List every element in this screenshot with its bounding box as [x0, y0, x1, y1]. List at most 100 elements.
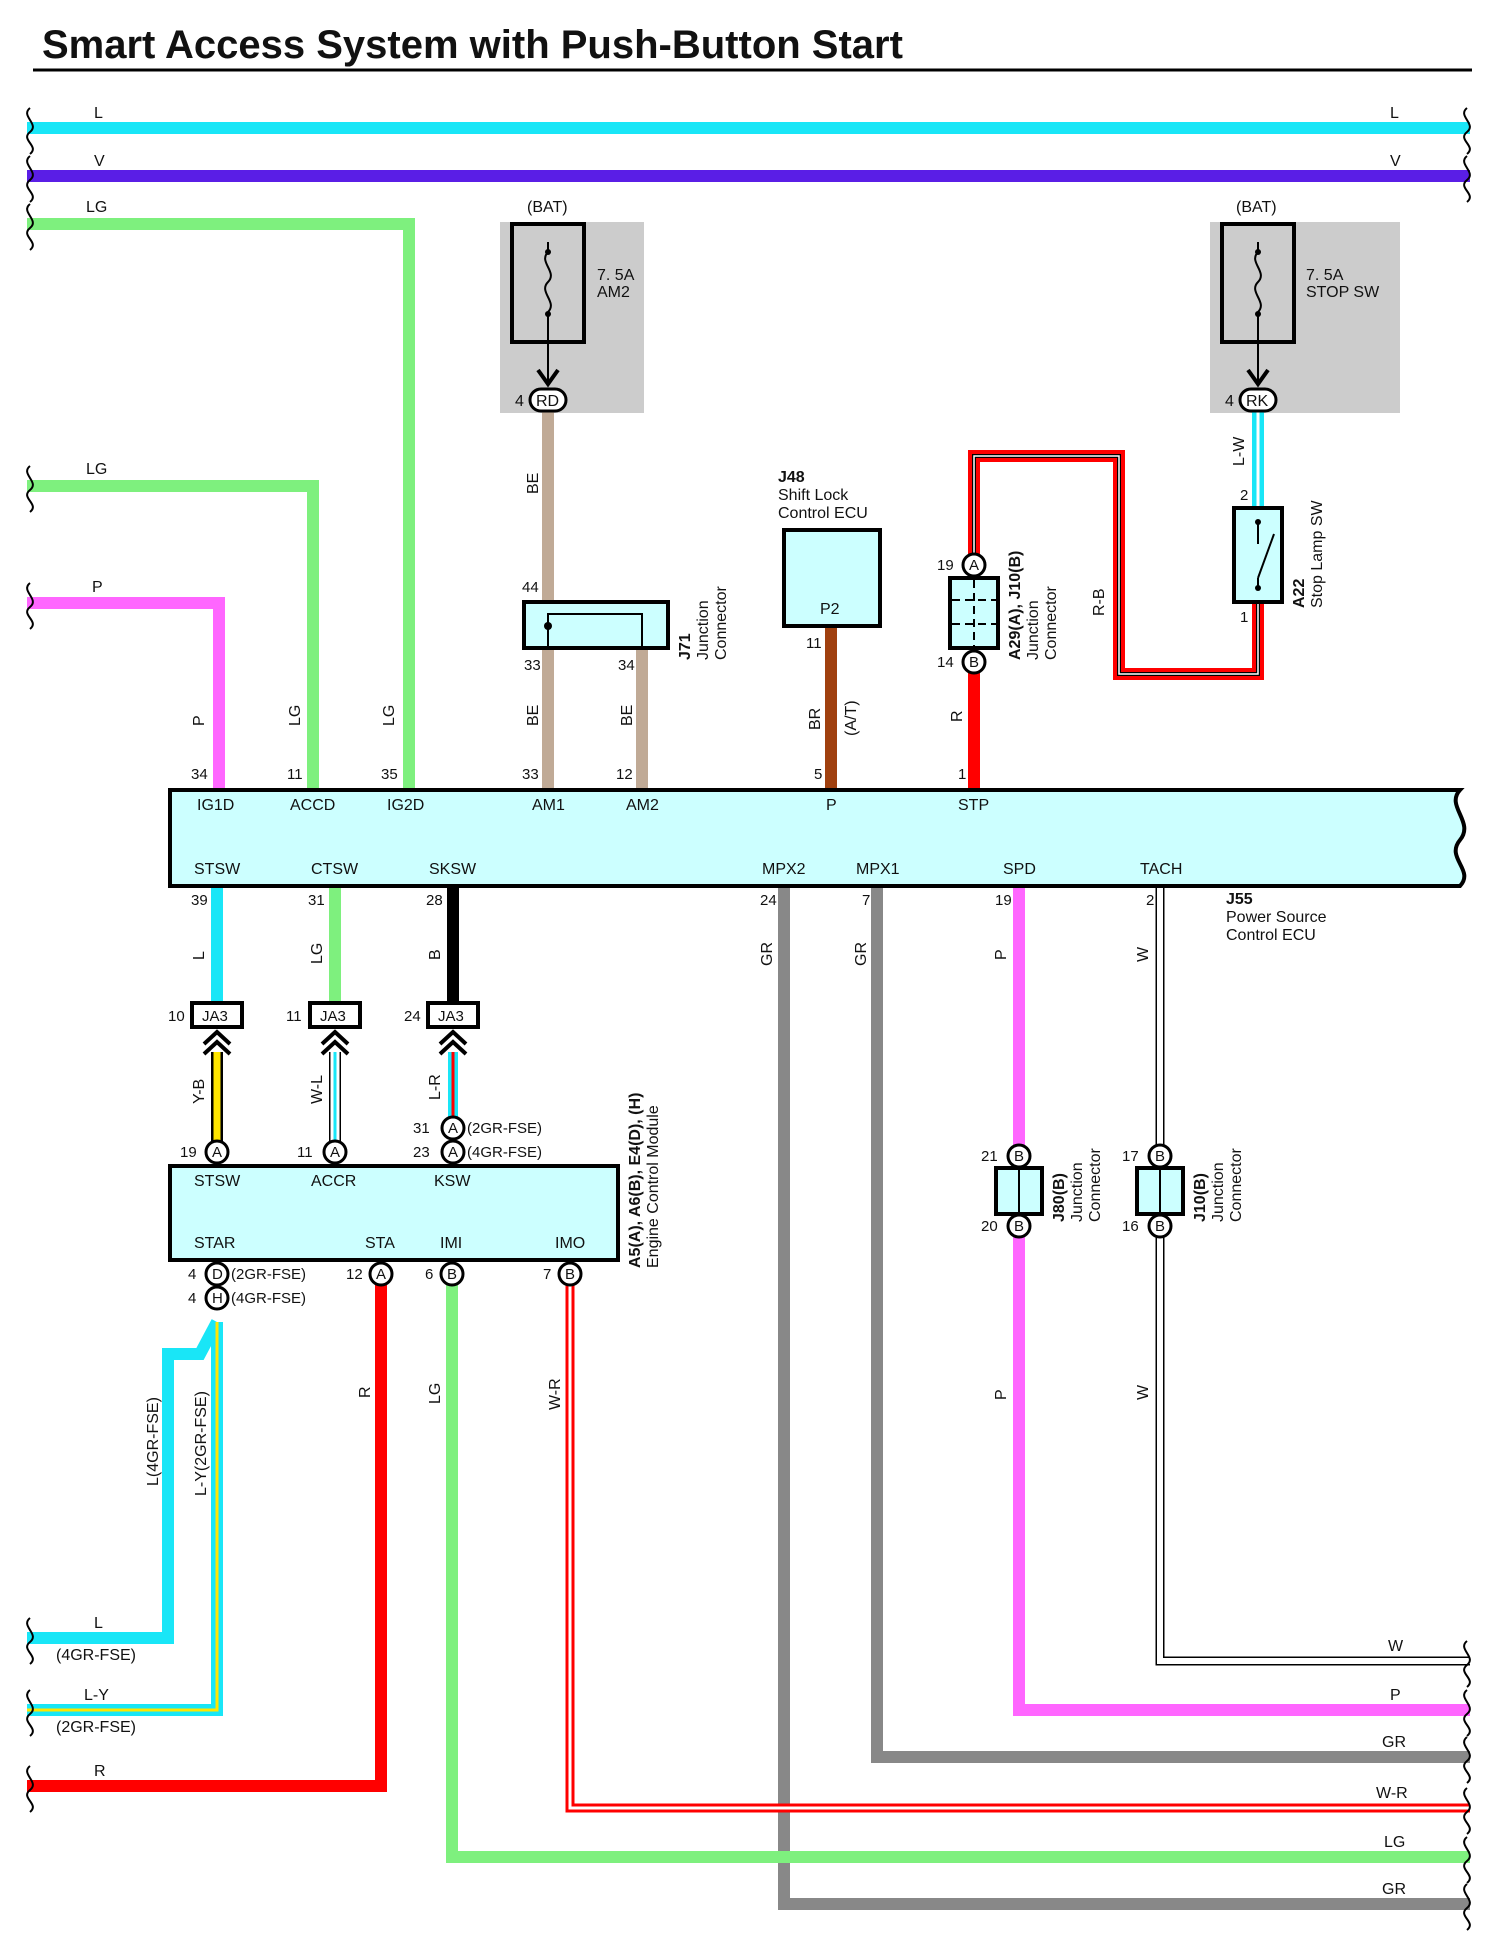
wire-label: R — [94, 1763, 106, 1780]
engine-ecu-body — [168, 1164, 620, 1262]
fuse-stopsw-conn-label: RK — [1246, 393, 1269, 410]
star-conn — [204, 1261, 230, 1287]
fuse-stopsw-dot — [1255, 249, 1261, 255]
ja3-pin: 24 — [404, 1008, 421, 1025]
fuse-stopsw-element — [1254, 251, 1262, 313]
ja3-pin: 10 — [168, 1008, 185, 1025]
wire-label: BE — [525, 473, 542, 494]
wire-end — [1463, 1736, 1471, 1784]
a29-conn-a — [961, 552, 987, 578]
ksw-conn-label: A — [448, 1144, 458, 1161]
power-ecu-name2: Control ECU — [1226, 927, 1316, 944]
wire-label: GR — [759, 942, 776, 966]
a29-code: A29(A), J10(B) — [1007, 551, 1024, 660]
power-ecu-pin-name: SPD — [1003, 861, 1036, 878]
ksw-pin: 23 — [413, 1144, 430, 1161]
ja3-chevron-icon — [202, 1029, 232, 1056]
ja3-box — [190, 1001, 244, 1029]
fuse-stopsw-pin: 4 — [1225, 393, 1234, 410]
wire-p-low — [1013, 1226, 1470, 1716]
wire-end — [1463, 107, 1471, 155]
wire-gr-mpx2 — [778, 886, 1470, 1910]
a29-conn-b — [961, 649, 987, 675]
j80-pin20: 20 — [981, 1218, 998, 1235]
wire-end — [26, 1617, 34, 1665]
sta-pin: 12 — [346, 1266, 363, 1283]
wire-label: W-R — [547, 1378, 564, 1410]
shift-lock-name2: Control ECU — [778, 505, 868, 522]
wire-label: P — [993, 1389, 1010, 1400]
wire-end — [1463, 1883, 1471, 1931]
wire-label: L — [94, 1615, 103, 1632]
fuse-am2-conn — [528, 387, 568, 413]
fuse-am2-name: AM2 — [597, 284, 630, 301]
wire-lg-ig2d — [27, 218, 415, 790]
j80-conn — [1006, 1143, 1032, 1169]
power-ecu-pin-name: TACH — [1140, 861, 1182, 878]
j71-pin33: 33 — [524, 657, 541, 674]
fuse-am2-box — [500, 222, 644, 413]
power-ecu-pin-num: 5 — [814, 766, 822, 783]
wire-label: L-Y — [84, 1687, 109, 1704]
fuse-am2-arrow-icon — [536, 368, 560, 388]
power-ecu-pin-num: 11 — [287, 766, 303, 783]
shift-lock-name1: Shift Lock — [778, 487, 849, 504]
a29-name2: Connector — [1043, 586, 1060, 660]
wire-end — [1463, 1787, 1471, 1835]
shift-lock-pin-name: P2 — [820, 601, 840, 618]
ksw-conn — [440, 1115, 466, 1141]
power-ecu-pin-num: 1 — [958, 766, 966, 783]
wire-gr-mpx1 — [871, 886, 1470, 1763]
ksw-note: (4GR-FSE) — [467, 1144, 542, 1161]
wire-end — [26, 1765, 34, 1813]
power-ecu-pin-num: 24 — [760, 892, 777, 909]
wire-end — [26, 203, 34, 251]
power-ecu-pin-name: IG1D — [197, 797, 234, 814]
power-ecu-pin-num: 39 — [191, 892, 208, 909]
ja3-chevron-icon — [438, 1029, 468, 1056]
wire-r-b-gap — [973, 455, 1259, 675]
power-ecu-pin-num: 28 — [426, 892, 443, 909]
stsw-conn-label: A — [212, 1144, 222, 1161]
wire-ends — [26, 107, 1471, 1931]
fuse-stopsw-arrow-icon — [1246, 368, 1270, 388]
wire-end — [1463, 155, 1471, 203]
wire-label: L(4GR-FSE) — [145, 1397, 162, 1486]
stop-lamp-switch: 2 1 A22 Stop Lamp SW — [1232, 487, 1326, 626]
fuse-stopsw-name: STOP SW — [1306, 284, 1380, 301]
wire-label: BE — [525, 705, 542, 726]
wire-lg-imi — [446, 1274, 1470, 1863]
fuse-stopsw-rating: 7. 5A — [1306, 267, 1344, 284]
wire-end — [26, 465, 34, 513]
ja3-connectors: JA3 10 JA3 11 JA3 24 — [168, 1001, 480, 1056]
j71-name2: Connector — [713, 586, 730, 660]
j10b-conn-label: B — [1155, 1218, 1165, 1235]
accr-conn — [322, 1139, 348, 1165]
wire-label: L — [1390, 105, 1399, 122]
a29-conn-a-label: A — [969, 557, 979, 574]
j10b-pin16: 16 — [1122, 1218, 1139, 1235]
a29-pin14: 14 — [937, 654, 954, 671]
ksw-conn-label: A — [448, 1120, 458, 1137]
power-ecu-name1: Power Source — [1226, 909, 1327, 926]
power-ecu-pin-name: STP — [958, 797, 989, 814]
stop-lamp-pin1: 1 — [1240, 609, 1248, 626]
wire-r-sta — [27, 1274, 387, 1792]
j80-code: J80(B) — [1051, 1173, 1068, 1222]
wire-label: LG — [309, 943, 326, 964]
accr-conn-label: A — [330, 1144, 340, 1161]
engine-ecu-pin-name: KSW — [434, 1173, 471, 1190]
j80-conn-label: B — [1014, 1148, 1024, 1165]
junction-j10b: B B 17 16 J10(B) Junction Connector — [1122, 1143, 1245, 1239]
wire-end — [26, 155, 34, 203]
j10b-conn — [1147, 1213, 1173, 1239]
ksw-note: (2GR-FSE) — [467, 1120, 542, 1137]
a29-pin19: 19 — [937, 557, 954, 574]
fuse-stopsw-bat: (BAT) — [1236, 199, 1277, 216]
j80-conn — [1006, 1213, 1032, 1239]
shift-lock-code: J48 — [778, 469, 805, 486]
power-ecu-body — [168, 788, 1467, 888]
power-ecu-pin-name: P — [826, 797, 837, 814]
stop-lamp-code: A22 — [1291, 579, 1308, 608]
j10b-pin17: 17 — [1122, 1148, 1139, 1165]
